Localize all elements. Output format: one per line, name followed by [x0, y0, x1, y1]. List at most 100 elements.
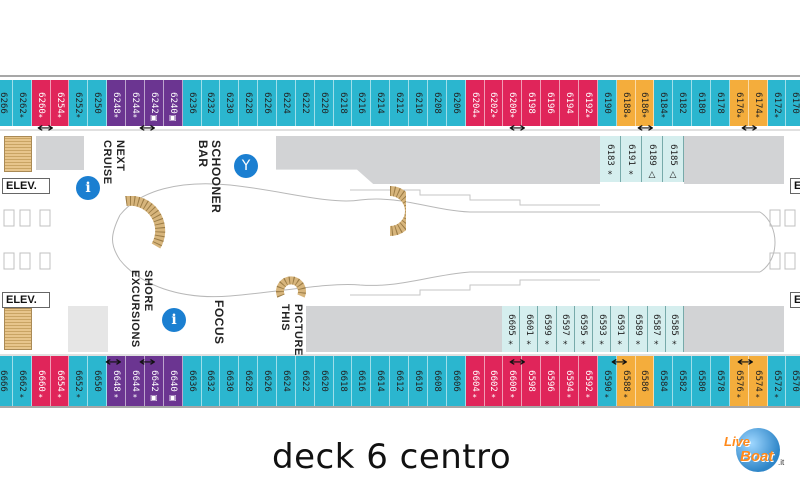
cabin-6654[interactable]: 6654*	[50, 356, 70, 406]
cabin-6188[interactable]: 6188*	[616, 80, 636, 126]
cabin-6636[interactable]: 6636	[182, 356, 202, 406]
cabin-6662[interactable]: 6662*	[12, 356, 32, 406]
cabin-6595[interactable]: 6595*	[574, 306, 593, 352]
cabin-6230[interactable]: 6230	[220, 80, 240, 126]
cabin-6240[interactable]: 6240▣	[163, 80, 183, 126]
cabin-6582[interactable]: 6582	[673, 356, 693, 406]
cabin-6614[interactable]: 6614	[371, 356, 391, 406]
cabin-6593[interactable]: 6593*	[593, 306, 612, 352]
cabin-6642[interactable]: 6642▣	[144, 356, 164, 406]
cabin-6180[interactable]: 6180	[692, 80, 711, 126]
cabin-6248[interactable]: 6248*	[107, 80, 127, 126]
cabin-6624[interactable]: 6624	[277, 356, 296, 406]
cabin-6254[interactable]: 6254*	[50, 80, 70, 126]
cabin-6610[interactable]: 6610	[409, 356, 428, 406]
cabin-6586[interactable]: 6586	[635, 356, 655, 406]
cabin-6620[interactable]: 6620	[314, 356, 334, 406]
cabin-6222[interactable]: 6222	[295, 80, 315, 126]
cabin-6628[interactable]: 6628	[239, 356, 259, 406]
cabin-6182[interactable]: 6182	[673, 80, 693, 126]
cabin-6206[interactable]: 6206	[446, 80, 466, 126]
cabin-6210[interactable]: 6210	[409, 80, 428, 126]
cabin-6218[interactable]: 6218	[333, 80, 353, 126]
cabin-6601[interactable]: 6601*	[520, 306, 539, 352]
cabin-6666[interactable]: 6666	[0, 356, 13, 406]
cabin-6190[interactable]: 6190	[597, 80, 617, 126]
cabin-6200[interactable]: 6200*	[503, 80, 523, 126]
cabin-6616[interactable]: 6616	[352, 356, 372, 406]
cabin-6632[interactable]: 6632	[201, 356, 221, 406]
cabin-6178[interactable]: 6178	[710, 80, 730, 126]
cabin-6606[interactable]: 6606	[446, 356, 466, 406]
cabin-6626[interactable]: 6626	[258, 356, 277, 406]
cabin-6260[interactable]: 6260*	[31, 80, 51, 126]
cabin-6242[interactable]: 6242▣	[144, 80, 164, 126]
cabin-6580[interactable]: 6580	[692, 356, 711, 406]
cabin-6578[interactable]: 6578	[710, 356, 730, 406]
cabin-6232[interactable]: 6232	[201, 80, 221, 126]
cabin-6630[interactable]: 6630	[220, 356, 240, 406]
cabin-6585[interactable]: 6585*	[665, 306, 684, 352]
cabin-6212[interactable]: 6212	[390, 80, 410, 126]
cabin-6576[interactable]: 6576*	[729, 356, 749, 406]
cabin-6604[interactable]: 6604*	[465, 356, 485, 406]
cabin-6236[interactable]: 6236	[182, 80, 202, 126]
cabin-6194[interactable]: 6194	[560, 80, 579, 126]
cabin-6650[interactable]: 6650	[88, 356, 108, 406]
cabin-6176[interactable]: 6176*	[729, 80, 749, 126]
cabin-6600[interactable]: 6600*	[503, 356, 523, 406]
cabin-6587[interactable]: 6587*	[647, 306, 666, 352]
cabin-6596[interactable]: 6596	[541, 356, 561, 406]
cabin-6214[interactable]: 6214	[371, 80, 391, 126]
cabin-6202[interactable]: 6202*	[484, 80, 504, 126]
cabin-6660[interactable]: 6660*	[31, 356, 51, 406]
cabin-6208[interactable]: 6208	[427, 80, 447, 126]
cabin-6652[interactable]: 6652*	[69, 356, 89, 406]
cabin-6186[interactable]: 6186*	[635, 80, 655, 126]
cabin-6570[interactable]: 6570	[786, 356, 800, 406]
cabin-6266[interactable]: 6266	[0, 80, 13, 126]
cabin-6572[interactable]: 6572*	[767, 356, 787, 406]
cabin-6590[interactable]: 6590*	[597, 356, 617, 406]
cabin-6592[interactable]: 6592*	[578, 356, 598, 406]
cabin-6198[interactable]: 6198	[522, 80, 542, 126]
cabin-6174[interactable]: 6174*	[748, 80, 768, 126]
cabin-6220[interactable]: 6220	[314, 80, 334, 126]
cabin-6648[interactable]: 6648*	[107, 356, 127, 406]
cabin-6574[interactable]: 6574*	[748, 356, 768, 406]
cabin-6228[interactable]: 6228	[239, 80, 259, 126]
cabin-6170[interactable]: 6170	[786, 80, 800, 126]
cabin-6594[interactable]: 6594*	[560, 356, 579, 406]
cabin-6588[interactable]: 6588*	[616, 356, 636, 406]
cabin-6612[interactable]: 6612	[390, 356, 410, 406]
cabin-6172[interactable]: 6172*	[767, 80, 787, 126]
cabin-6216[interactable]: 6216	[352, 80, 372, 126]
cabin-6618[interactable]: 6618	[333, 356, 353, 406]
cabin-6184[interactable]: 6184*	[654, 80, 674, 126]
cabin-6204[interactable]: 6204*	[465, 80, 485, 126]
cabin-6189[interactable]: 6189△	[642, 136, 663, 182]
cabin-6640[interactable]: 6640▣	[163, 356, 183, 406]
cabin-6250[interactable]: 6250	[88, 80, 108, 126]
cabin-6226[interactable]: 6226	[258, 80, 277, 126]
cabin-6244[interactable]: 6244*	[126, 80, 145, 126]
cabin-6599[interactable]: 6599*	[538, 306, 557, 352]
cabin-6598[interactable]: 6598	[522, 356, 542, 406]
cabin-6589[interactable]: 6589*	[629, 306, 648, 352]
cabin-6622[interactable]: 6622	[295, 356, 315, 406]
cabin-6196[interactable]: 6196	[541, 80, 561, 126]
cabin-6605[interactable]: 6605*	[502, 306, 521, 352]
cabin-6608[interactable]: 6608	[427, 356, 447, 406]
cabin-6262[interactable]: 6262*	[12, 80, 32, 126]
cabin-6252[interactable]: 6252*	[69, 80, 89, 126]
cabin-6185[interactable]: 6185△	[663, 136, 684, 182]
cabin-6192[interactable]: 6192*	[578, 80, 598, 126]
cabin-6584[interactable]: 6584	[654, 356, 674, 406]
cabin-6591[interactable]: 6591*	[611, 306, 630, 352]
cabin-6644[interactable]: 6644*	[126, 356, 145, 406]
cabin-6183[interactable]: 6183*	[600, 136, 621, 182]
cabin-6191[interactable]: 6191*	[621, 136, 642, 182]
cabin-6224[interactable]: 6224	[277, 80, 296, 126]
cabin-6597[interactable]: 6597*	[556, 306, 575, 352]
cabin-6602[interactable]: 6602*	[484, 356, 504, 406]
